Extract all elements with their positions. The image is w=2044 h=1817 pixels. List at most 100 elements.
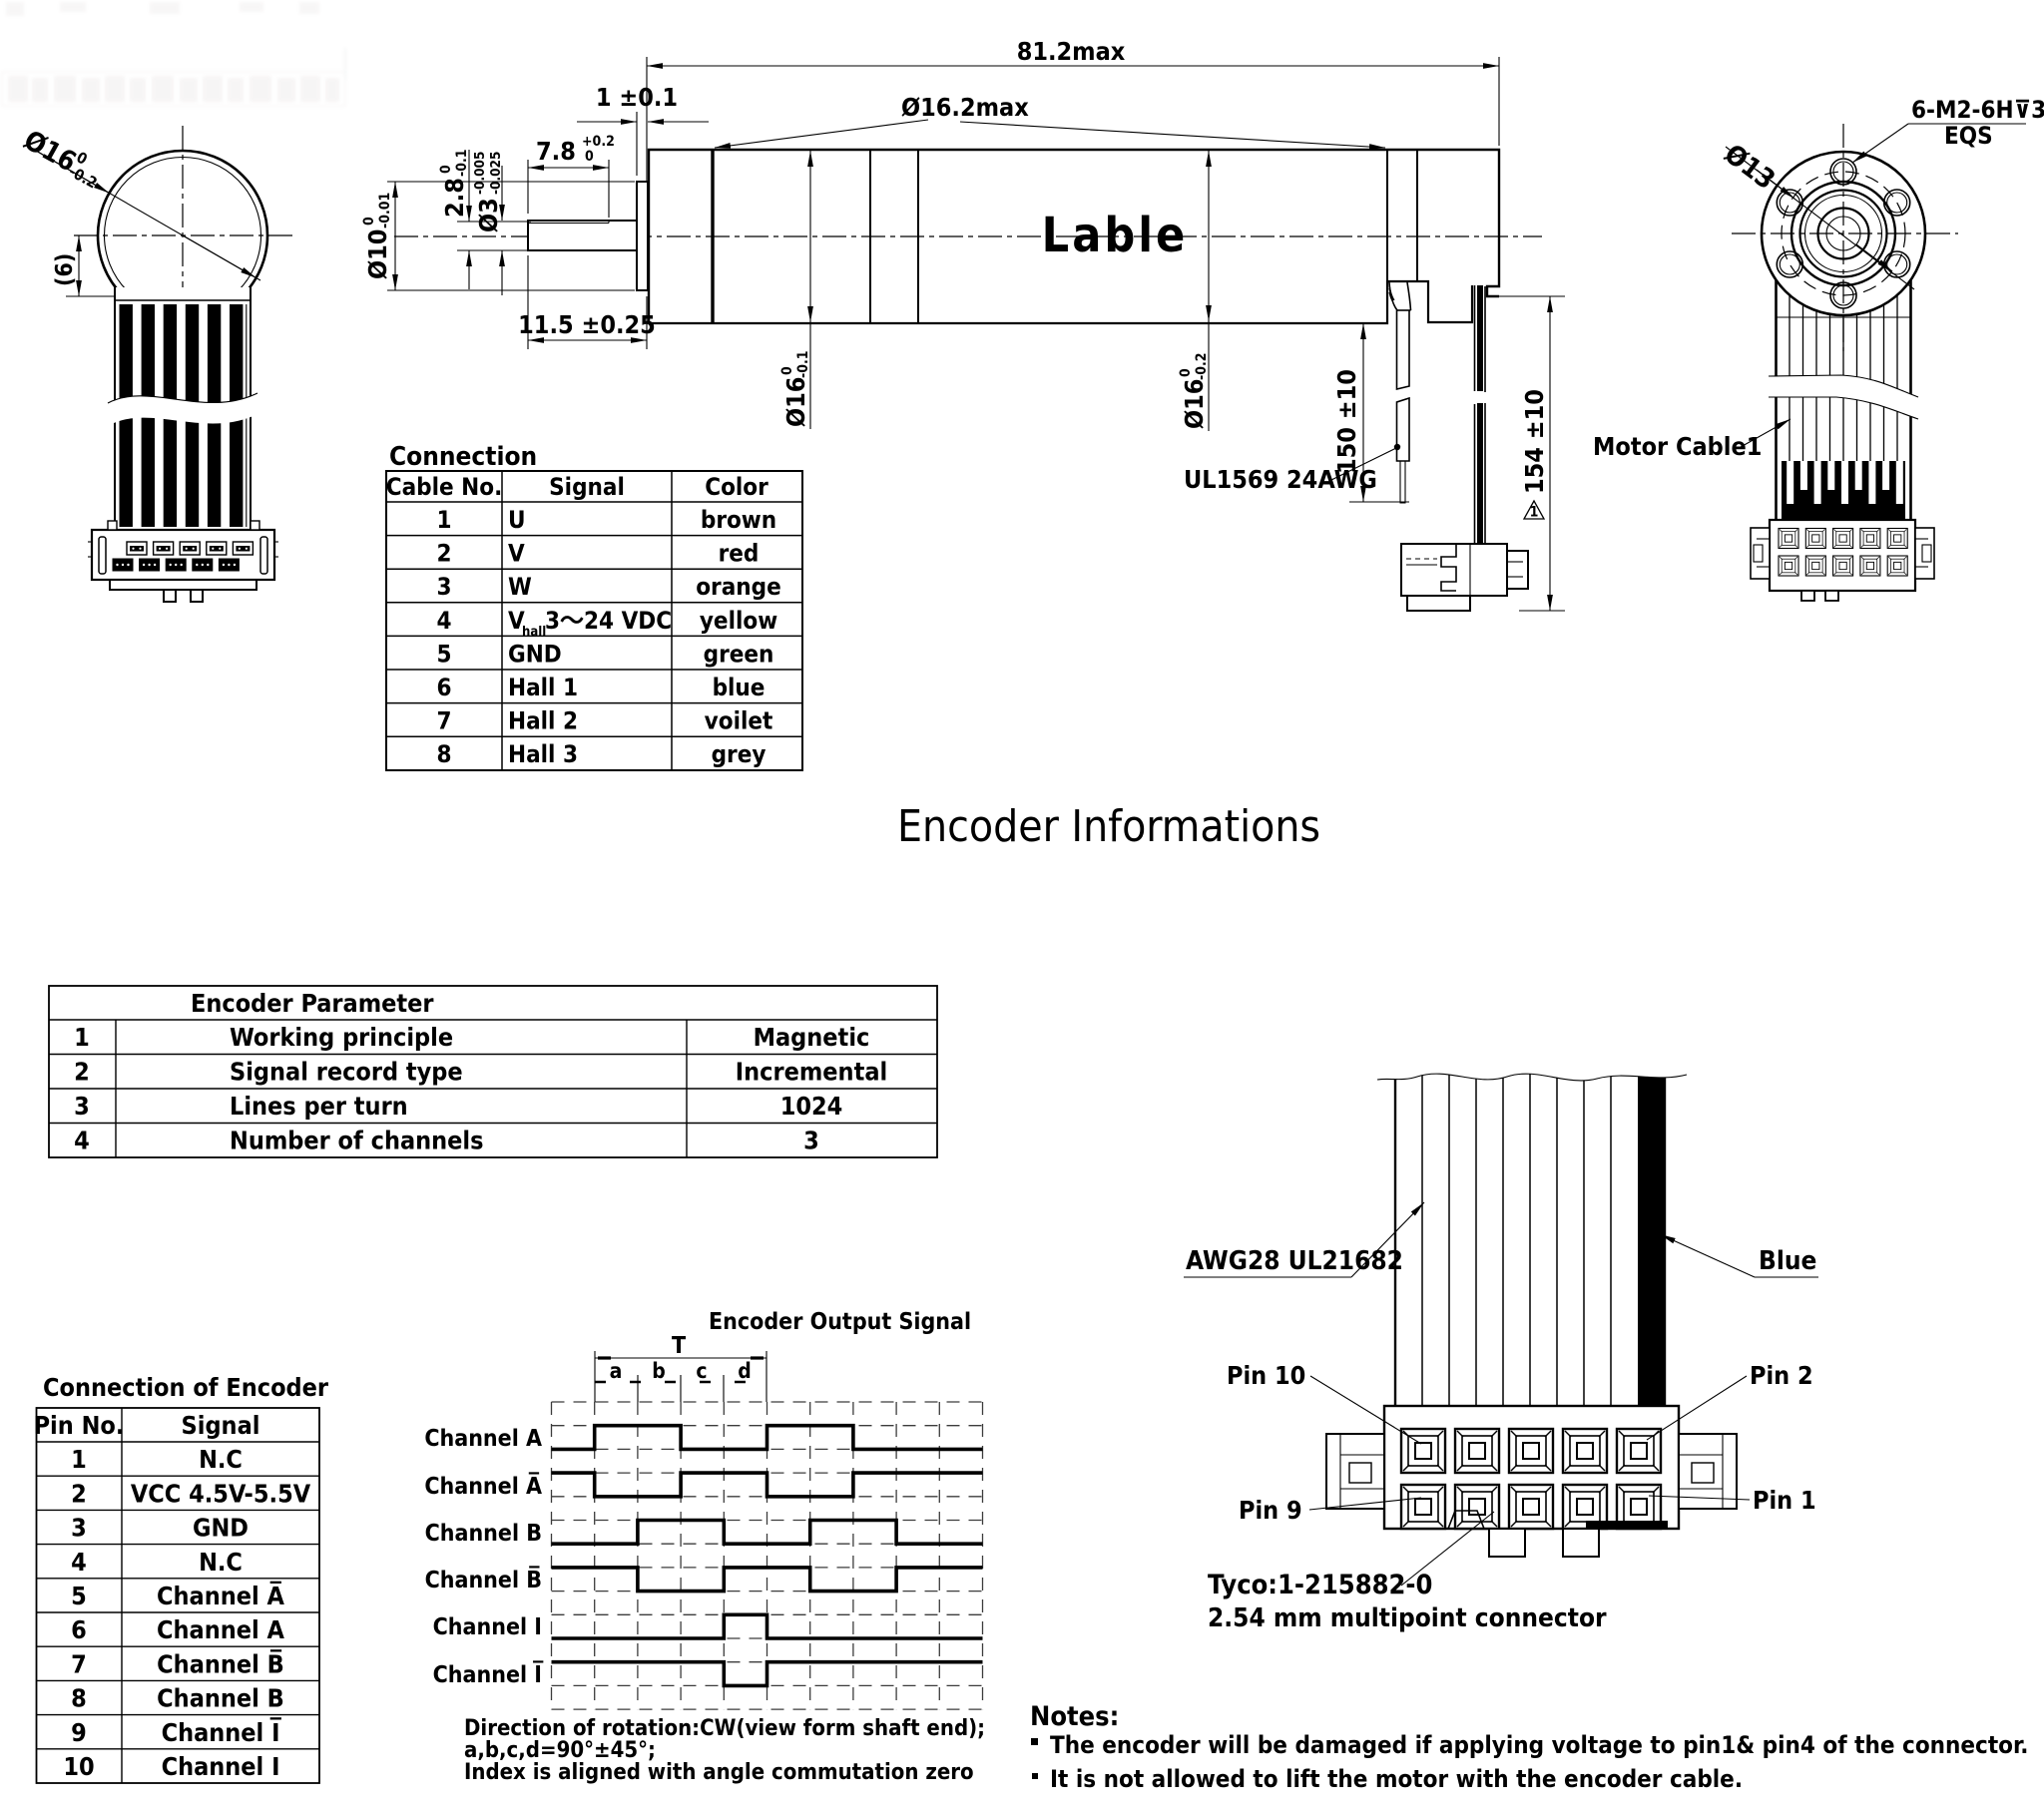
dim-cable-length-label: 154 ±10 — [1520, 389, 1549, 494]
svg-text:VCC 4.5V-5.5V: VCC 4.5V-5.5V — [131, 1479, 311, 1508]
detail-ribbon — [1376, 1056, 1688, 1406]
interval-c: c — [696, 1359, 707, 1383]
svg-text:green: green — [704, 640, 774, 668]
pin-row-3: 3 GND — [71, 1514, 249, 1543]
detail-callouts: AWG28 UL21682 Blue Pin 10 Pin 2 Pin 9 Pi… — [1184, 1201, 1818, 1633]
side-view: Lable 81.2max Ø16.2max 1 ±0.1 2.8 0 -0.1… — [361, 37, 1791, 612]
dim-flat-tol-upper: 0 — [438, 165, 454, 174]
connection-row-3: 3 W orange — [436, 573, 780, 601]
svg-text:1: 1 — [74, 1023, 90, 1052]
svg-text:V: V — [508, 607, 525, 635]
pin-row-10: 10 Channel I — [63, 1752, 279, 1781]
dim-flat-shaft: 2.8 0 -0.1 Ø3 -0.005 -0.025 — [438, 149, 531, 295]
connection-row-7: 7 Hall 2 voilet — [436, 707, 772, 735]
pin10-label: Pin 10 — [1227, 1361, 1305, 1390]
detail-connector — [1325, 1404, 1738, 1558]
svg-text:yellow: yellow — [700, 607, 777, 635]
dim-81-2-label: 81.2max — [1017, 37, 1126, 66]
front-view: Ø16 0 -0.2 (6) — [19, 125, 297, 603]
pin1-label: Pin 1 — [1753, 1486, 1816, 1515]
interval-b: b — [652, 1359, 666, 1383]
front-cable-width-dimension: (6) — [52, 235, 114, 297]
dim-boss-label: Ø10 — [363, 229, 392, 279]
svg-text:7: 7 — [436, 707, 451, 735]
svg-text:N.C: N.C — [199, 1548, 243, 1577]
waveform-diagram: Encoder Output Signal T a b c d Channel … — [424, 1309, 985, 1785]
svg-text:Channel B: Channel B — [157, 1684, 284, 1713]
revision-flag-number: 1 — [1530, 505, 1539, 521]
svg-text:3～24 VDC: 3～24 VDC — [545, 607, 672, 635]
svg-text:1024: 1024 — [780, 1092, 843, 1121]
interval-d: d — [738, 1359, 752, 1383]
waveform-title: Encoder Output Signal — [709, 1309, 971, 1335]
screw-spec-callout: 6-M2-6H⊽3 EQS — [1851, 96, 2044, 164]
svg-text:Working principle: Working principle — [230, 1023, 453, 1052]
channel-i-label: Channel I — [433, 1614, 542, 1640]
blue-label: Blue — [1759, 1246, 1816, 1276]
notes-title: Notes: — [1030, 1701, 1119, 1732]
rear-connector — [1750, 518, 1935, 602]
dim-front-dia-tol-upper: 0 — [779, 366, 795, 375]
svg-text:1: 1 — [71, 1445, 87, 1474]
dim-flat-length-tol-upper: +0.2 — [582, 134, 615, 150]
dim-flat-length-tol-lower: 0 — [585, 149, 594, 165]
motor-label: Lable — [1042, 208, 1189, 263]
channel-a-label: Channel A — [424, 1426, 542, 1452]
dim-boss: Ø10 0 -0.01 — [361, 181, 635, 291]
front-cable-width-label: (6) — [52, 253, 78, 286]
wire-spec-label: UL1569 24AWG — [1184, 465, 1377, 494]
detail-latch-right — [1678, 1433, 1738, 1510]
motor-cable-label: Motor Cable1 — [1593, 432, 1762, 461]
rear-ribbon-ends — [1782, 461, 1905, 520]
dim-16-2max: Ø16.2max — [714, 93, 1386, 150]
dim-body-dia-label: Ø16 — [1180, 379, 1209, 429]
dim-flat-tol-lower: -0.1 — [454, 149, 470, 177]
parameter-row-4: 4 Number of channels 3 — [74, 1127, 819, 1155]
revision-flag: 1 — [1522, 499, 1546, 521]
watermark — [1, 2, 346, 107]
dim-flat-label: 2.8 — [440, 178, 469, 218]
dim-front-dia-label: Ø16 — [781, 377, 810, 427]
part-number-callout: Tyco:1-215882-0 2.54 mm multipoint conne… — [1208, 1511, 1607, 1633]
dim-16-2max-label: Ø16.2max — [901, 93, 1029, 122]
encoder-connection-table: Connection of Encoder Pin No. Signal 1 N… — [34, 1373, 329, 1784]
dim-front-dia-tol-lower: -0.1 — [795, 350, 811, 378]
svg-text:6: 6 — [436, 674, 451, 701]
blue-callout: Blue — [1659, 1233, 1818, 1278]
svg-text:Hall 2: Hall 2 — [508, 707, 578, 735]
svg-text:Magnetic: Magnetic — [754, 1023, 870, 1052]
pin-row-5: 5 Channel A̅ — [71, 1580, 284, 1610]
svg-text:2: 2 — [436, 540, 451, 568]
awg-callout: AWG28 UL21682 — [1184, 1201, 1425, 1278]
dim-wire-length-label: 150 ±10 — [1332, 369, 1361, 474]
screw-spec-label: 6-M2-6H⊽3 — [1911, 96, 2044, 124]
dim-washer: 1 ±0.1 — [577, 83, 709, 176]
signal-col-header: Signal — [182, 1411, 260, 1440]
svg-text:Hall 3: Hall 3 — [508, 740, 578, 768]
channel-b-bar-label: Channel B̅ — [425, 1566, 542, 1593]
dim-shaft-tol-upper: -0.005 — [472, 152, 488, 195]
dim-body-dia-tol-lower: -0.2 — [1194, 352, 1210, 380]
detail-latch-left — [1325, 1433, 1385, 1510]
parameter-row-2: 2 Signal record type Incremental — [74, 1058, 887, 1087]
dim-shaft-tol-lower: -0.025 — [488, 152, 504, 195]
col-header-cable-no: Cable No. — [386, 473, 503, 501]
encoder-parameter-table: Encoder Parameter 1 Working principle Ma… — [48, 985, 938, 1158]
pin-row-2: 2 VCC 4.5V-5.5V — [71, 1479, 311, 1508]
svg-text:Channel B̅: Channel B̅ — [157, 1648, 284, 1679]
period-label: T — [672, 1333, 686, 1359]
svg-text:Incremental: Incremental — [736, 1058, 887, 1087]
svg-text:2: 2 — [71, 1479, 87, 1508]
connector-detail-view: AWG28 UL21682 Blue Pin 10 Pin 2 Pin 9 Pi… — [1184, 1056, 1818, 1633]
svg-text:7: 7 — [71, 1649, 87, 1678]
connection-row-5: 5 GND green — [436, 640, 773, 668]
pin-row-7: 7 Channel B̅ — [71, 1648, 284, 1679]
svg-text:3: 3 — [803, 1127, 819, 1155]
motor-cable-callout: Motor Cable1 — [1593, 418, 1791, 461]
svg-text:The encoder will be damaged if: The encoder will be damaged if applying … — [1050, 1731, 2028, 1759]
svg-text:It is not allowed to lift the: It is not allowed to lift the motor with… — [1050, 1765, 1743, 1793]
pin1-callout: Pin 1 — [1648, 1486, 1816, 1515]
dim-shaft-length-label: 11.5 ±0.25 — [518, 310, 656, 339]
svg-text:9: 9 — [71, 1718, 87, 1747]
shaft-washer — [636, 181, 649, 291]
